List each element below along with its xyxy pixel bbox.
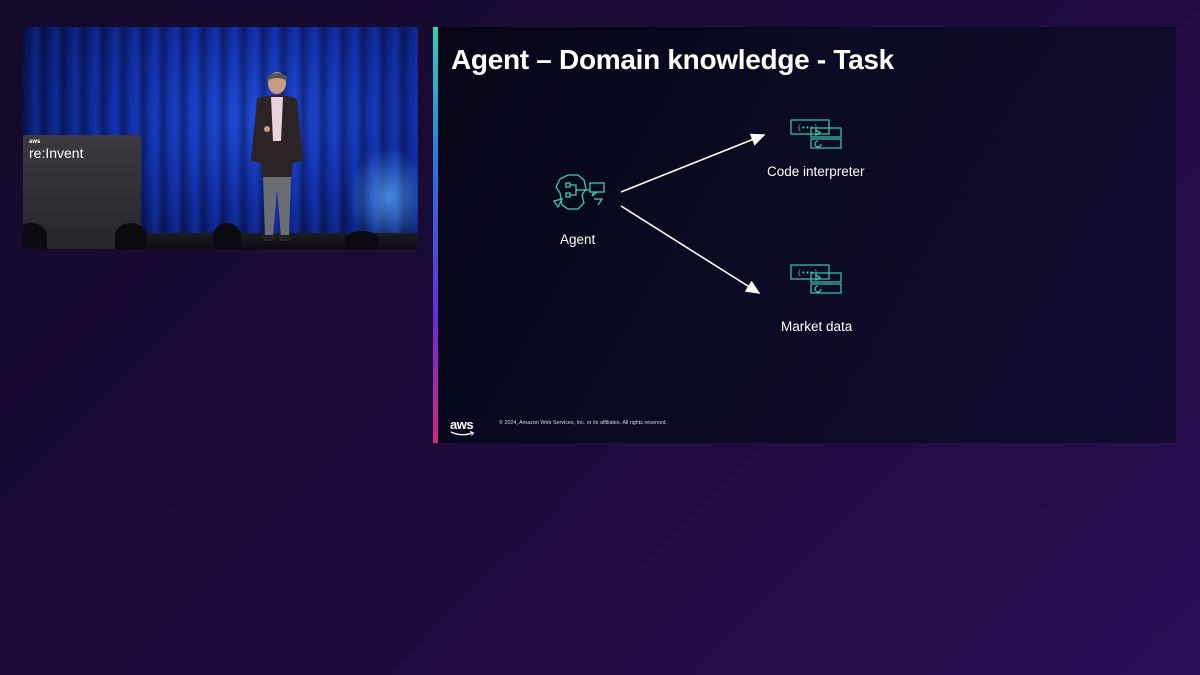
slide-accent-bar: [433, 27, 438, 443]
podium-brand: aws: [29, 139, 41, 145]
speaker-video-feed: aws re:Invent: [23, 27, 418, 249]
arrow-to-market-data: [620, 205, 761, 294]
presentation-slide: Agent – Domain knowledge - Task Agent: [433, 27, 1176, 443]
slide-title: Agent – Domain knowledge - Task: [451, 44, 894, 75]
podium-event: re:Invent: [29, 145, 84, 161]
aws-logo: aws: [450, 416, 476, 437]
stage-light: [348, 147, 418, 247]
copyright-notice: © 2024, Amazon Web Services, Inc. or its…: [499, 420, 667, 426]
arrow-to-code-interpreter: [620, 133, 766, 193]
market-data-label: Market data: [781, 319, 853, 334]
presenter-figure: [251, 72, 303, 241]
audience-silhouettes: [23, 219, 418, 249]
flow-arrows: [620, 133, 766, 294]
reinvent-logo: aws re:Invent: [29, 139, 83, 163]
agent-label: Agent: [560, 232, 596, 247]
aws-logo-text: aws: [450, 417, 474, 432]
svg-text:{•••}: {•••}: [797, 124, 818, 132]
aws-smile-icon: [450, 431, 475, 436]
code-interpreter-label: Code interpreter: [767, 164, 865, 179]
agent-icon: [552, 174, 605, 210]
code-interpreter-icon: {•••}: [790, 119, 842, 149]
market-data-icon: {•••}: [790, 264, 842, 294]
svg-text:{•••}: {•••}: [797, 269, 818, 277]
